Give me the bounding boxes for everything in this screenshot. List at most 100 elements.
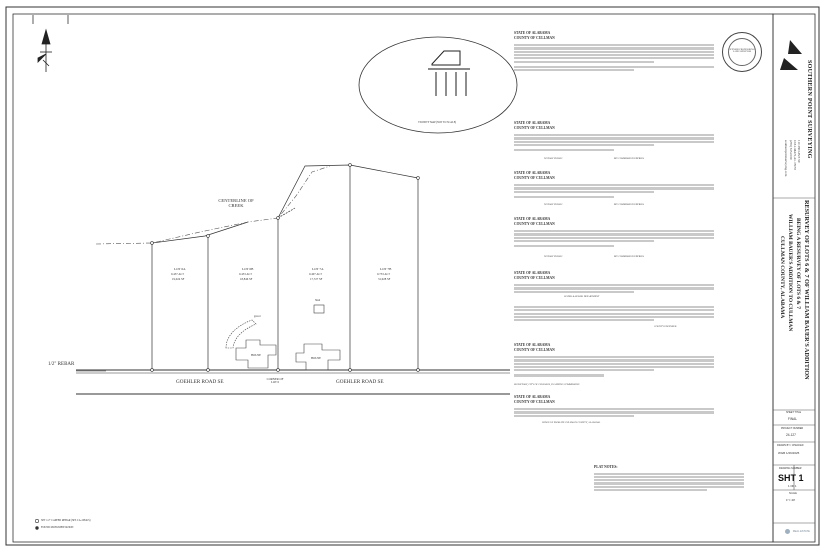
company-logo-icon <box>780 40 802 70</box>
company-address-line-2: CULLMAN, AL 35055 <box>792 140 797 171</box>
notary3-county: COUNTY OF CULLMAN <box>514 221 555 226</box>
tb-project-number-label: PROJECT NUMBER <box>781 427 804 430</box>
title-line-4: CULLMAN COUNTY, ALABAMA <box>779 236 785 319</box>
vicinity-map <box>358 36 518 134</box>
tb-drawn-by-value: WGB 1/26/2025 <box>778 451 800 455</box>
plat-notes-heading: PLAT NOTES: <box>594 465 618 469</box>
tb-sheet-title-value: FINAL <box>788 417 798 421</box>
shed-label: Shed <box>315 299 321 302</box>
gravel-drive <box>225 319 257 349</box>
house-left-label: HOUSE <box>251 353 262 357</box>
plat-notes: PLAT NOTES: <box>594 465 744 492</box>
title-column-border <box>772 13 816 543</box>
owner-certificate: STATE OF ALABAMA COUNTY OF CULLMAN <box>514 31 714 72</box>
lot-7b-sqft: 31,928 SF <box>378 277 391 281</box>
north-arrow-icon <box>37 28 52 72</box>
legend-set-rebar-icon <box>34 518 39 523</box>
road-label-right: GOEHLER ROAD SE <box>336 379 384 385</box>
lot-7b-acres: 0.733 AC± <box>377 272 391 276</box>
house-right <box>295 343 341 371</box>
notary1-state: STATE OF ALABAMA <box>514 121 551 125</box>
notary2-commission: MY COMMISSION EXPIRES <box>614 203 644 206</box>
planning-certificate: STATE OF ALABAMA COUNTY OF CULLMAN SECRE… <box>514 343 714 386</box>
lot-6b-name: LOT 6B <box>242 267 254 271</box>
planning-county: COUNTY OF CULLMAN <box>514 347 555 352</box>
planning-secretary: SECRETARY, CITY OF CULLMAN, PLANNING COM… <box>514 383 580 386</box>
title-line-2: BEING A RESURVEY OF LOTS 6 & 7 <box>795 218 801 309</box>
lot-7a-acres: 0.407 AC± <box>309 272 323 276</box>
water-sewer-certificate: STATE OF ALABAMA COUNTY OF CULLMAN WATER… <box>514 271 714 298</box>
lot-7b-name: LOT 7B <box>380 267 392 271</box>
water-state: STATE OF ALABAMA <box>514 271 551 275</box>
creek-centerline <box>95 165 331 245</box>
house-right-label: HOUSE <box>311 356 322 360</box>
tb-scale-label: SCALE <box>789 492 797 495</box>
legend-found-monument: FOUND MONUMENTATION <box>41 526 74 529</box>
water-sewer-dept: WATER & SEWER DEPARTMENT <box>564 295 600 298</box>
title-block-dividers <box>773 197 815 524</box>
lot-6b-acres: 0.433 AC± <box>239 272 253 276</box>
tb-scale-value: 1"= 40' <box>786 498 796 502</box>
notary3-commission: MY COMMISSION EXPIRES <box>614 255 644 258</box>
corner-label: CORNER OF LOT 6 <box>266 377 284 384</box>
probate-certificate: STATE OF ALABAMA COUNTY OF CULLMAN JUDGE… <box>514 395 714 424</box>
title-line-3: WILLIAM BAUER'S ADDITION TO CULLMAN <box>787 214 793 332</box>
sheet-outer-border <box>5 6 820 546</box>
lot-6b-sqft: 18,846 SF <box>240 277 253 281</box>
seal-text: LICENSED PROFESSIONAL LAND SURVEYOR <box>728 49 756 54</box>
notary3-public: NOTARY PUBLIC <box>544 255 563 258</box>
owner-cert-county: COUNTY OF CULLMAN <box>514 35 555 40</box>
title-line-1: RESURVEY OF LOTS 6 & 7 OF WILLIAM BAUER'… <box>803 200 810 380</box>
vicinity-map-caption: VICINITY MAP (NOT TO SCALE) <box>418 121 457 124</box>
lot-6a-sqft: 19,024 SF <box>172 277 185 281</box>
notary1-public: NOTARY PUBLIC <box>544 157 563 160</box>
planning-state: STATE OF ALABAMA <box>514 343 551 347</box>
tb-sheet-number: SHT 1 <box>778 473 804 483</box>
watermark-text: REAL ESTATE <box>792 529 810 533</box>
company-address-line-4: southernpointsurveying.com <box>784 140 789 177</box>
rebar-label: 1/2" REBAR <box>48 362 75 367</box>
house-left <box>235 339 277 369</box>
lot-6a-acres: 0.437 AC± <box>171 272 185 276</box>
drawing-title: RESURVEY OF LOTS 6 & 7 OF WILLIAM BAUER'… <box>772 198 812 408</box>
county-engineer-label: COUNTY ENGINEER <box>654 325 677 328</box>
shed <box>313 304 325 314</box>
notary1-county: COUNTY OF CULLMAN <box>514 125 555 130</box>
notary-certificate-3: STATE OF ALABAMA COUNTY OF CULLMAN NOTAR… <box>514 217 714 258</box>
tb-sheet-of: 1 OF 1 <box>788 484 797 488</box>
top-tick-marks <box>32 15 69 24</box>
notary-certificate-2: STATE OF ALABAMA COUNTY OF CULLMAN NOTAR… <box>514 171 714 206</box>
legend-set-rebar: SET 1/2" CAPPED REBAR (SPS CA-1084LS) <box>41 519 91 522</box>
plat-property-lines <box>76 164 510 395</box>
tb-drawn-by-label: DRAWN BY / CHECKED <box>777 444 804 447</box>
tb-drawing-number-label: DRAWING NUMBER <box>779 467 802 470</box>
creek-label: CENTERLINE OF CREEK <box>218 198 254 208</box>
probate-judge: JUDGE OF PROBATE CULLMAN COUNTY, ALABAMA <box>542 421 601 424</box>
vicinity-parcel <box>431 50 461 66</box>
probate-state: STATE OF ALABAMA <box>514 395 551 399</box>
company-address-line-3: (256) 615-0000 <box>788 140 793 160</box>
plat-structures <box>225 304 341 371</box>
legend-found-monument-icon <box>35 526 39 530</box>
gravel-label: gravel <box>254 315 261 318</box>
company-address: 110 2ND AVE SE CULLMAN, AL 35055 (256) 6… <box>784 140 801 177</box>
tb-project-number-value: 24-127 <box>786 433 796 437</box>
owner-cert-state: STATE OF ALABAMA <box>514 31 551 35</box>
notary3-state: STATE OF ALABAMA <box>514 217 551 221</box>
notary2-state: STATE OF ALABAMA <box>514 171 551 175</box>
water-county: COUNTY OF CULLMAN <box>514 275 555 280</box>
survey-pins <box>150 163 420 372</box>
watermark-icon <box>785 528 790 534</box>
company-name: SOUTHERN POINT SURVEYING <box>806 60 812 159</box>
watermark: REAL ESTATE <box>785 528 810 535</box>
notary2-public: NOTARY PUBLIC <box>544 203 563 206</box>
lot-7a-sqft: 17,727 SF <box>310 277 323 281</box>
notary1-commission: MY COMMISSION EXPIRES <box>614 157 644 160</box>
surveyor-seal: LICENSED PROFESSIONAL LAND SURVEYOR <box>722 32 762 72</box>
company-address-line-1: 110 2ND AVE SE <box>797 140 801 163</box>
notary2-county: COUNTY OF CULLMAN <box>514 175 555 180</box>
lot-7a-name: LOT 7A <box>312 267 324 271</box>
probate-county: COUNTY OF CULLMAN <box>514 399 555 404</box>
county-engineer-certificate: COUNTY ENGINEER <box>514 304 714 328</box>
